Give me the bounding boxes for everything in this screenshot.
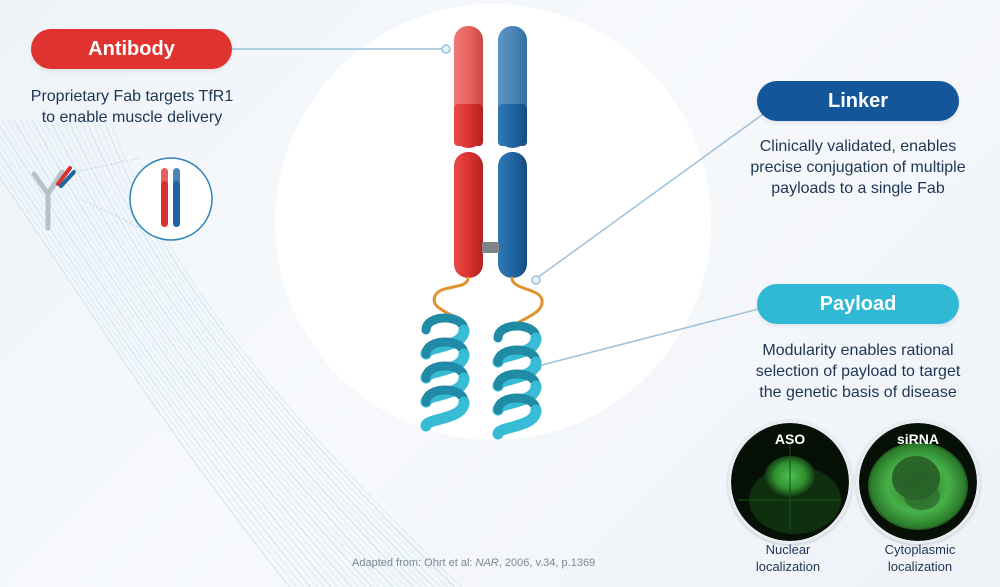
helix-front-turn bbox=[420, 396, 470, 432]
linker-description: Clinically validated, enables precise co… bbox=[722, 136, 994, 199]
payload-description: Modularity enables rational selection of… bbox=[722, 340, 994, 403]
background-line bbox=[49, 119, 394, 587]
background-line bbox=[103, 119, 456, 587]
blue-chain-upper-light bbox=[498, 26, 527, 118]
background-line bbox=[7, 119, 346, 587]
background-line bbox=[0, 125, 332, 587]
sirna-micrograph: siRNA bbox=[856, 420, 980, 544]
background-line bbox=[19, 119, 360, 587]
antibody-description: Proprietary Fab targets TfR1 to enable m… bbox=[6, 86, 258, 128]
background-line bbox=[0, 152, 311, 587]
background-line bbox=[55, 119, 401, 587]
nuclear-localization-label: Nuclear localization bbox=[728, 541, 848, 575]
background-line bbox=[0, 160, 305, 587]
micrograph-caption-line: Cytoplasmic bbox=[884, 542, 956, 557]
red-chain-lower bbox=[454, 152, 483, 278]
linker-desc-line: Clinically validated, enables bbox=[759, 138, 957, 155]
payload-desc-line: the genetic basis of disease bbox=[759, 384, 957, 401]
red-chain-upper-cap bbox=[454, 120, 483, 148]
blue-chain-upper-cap bbox=[498, 120, 527, 148]
antibody-label-pill: Antibody bbox=[31, 29, 232, 69]
helix-payload-icon bbox=[420, 313, 470, 432]
linker-leader-line bbox=[536, 111, 767, 279]
hinge-connector bbox=[482, 242, 499, 253]
blue-chain-lower bbox=[498, 152, 527, 278]
zoom-guide-bottom bbox=[74, 195, 141, 229]
antibody-y-icon bbox=[31, 166, 76, 231]
background-line bbox=[0, 168, 298, 587]
background-line bbox=[61, 119, 408, 587]
micrograph-caption-line: localization bbox=[887, 559, 953, 574]
spotlight-circle bbox=[275, 4, 711, 440]
payload-label-pill: Payload bbox=[757, 284, 959, 324]
cytoplasmic-localization-label: Cytoplasmic localization bbox=[860, 541, 980, 575]
micrograph-caption-line: localization bbox=[755, 559, 821, 574]
linker-right bbox=[508, 276, 544, 330]
background-line bbox=[0, 176, 291, 587]
antibody-desc-line: to enable muscle delivery bbox=[41, 109, 223, 126]
background-line bbox=[73, 119, 421, 587]
aso-title: ASO bbox=[774, 431, 806, 447]
antibody-desc-line: Proprietary Fab targets TfR1 bbox=[30, 88, 234, 105]
background-line bbox=[37, 119, 380, 587]
background-line bbox=[91, 119, 442, 587]
fab-zoom-icon bbox=[129, 157, 213, 241]
credit-journal: NAR bbox=[475, 557, 499, 569]
payload-leader-line bbox=[537, 304, 775, 367]
background-line bbox=[13, 119, 353, 587]
background-line bbox=[85, 119, 435, 587]
aso-micrograph: ASO bbox=[728, 420, 852, 544]
linker-label-pill: Linker bbox=[757, 81, 959, 121]
antibody-leader-dot bbox=[441, 44, 451, 54]
sirna-title: siRNA bbox=[896, 431, 939, 447]
source-credit: Adapted from: Ohrt et al: NAR, 2006, v.3… bbox=[352, 557, 672, 569]
payload-desc-line: Modularity enables rational bbox=[762, 342, 954, 359]
background-line bbox=[0, 134, 325, 587]
linker-leader-dot bbox=[531, 275, 541, 285]
red-chain-upper-light bbox=[454, 26, 483, 118]
background-line bbox=[43, 119, 387, 587]
credit-suffix: , 2006, v.34, p.1369 bbox=[498, 557, 596, 569]
background-line bbox=[0, 143, 318, 587]
helix-front-turn bbox=[492, 404, 542, 440]
payload-desc-line: selection of payload to target bbox=[755, 363, 961, 380]
background-line bbox=[79, 119, 428, 587]
linker-desc-line: payloads to a single Fab bbox=[771, 180, 945, 197]
micrograph-caption-line: Nuclear bbox=[765, 542, 811, 557]
background-line bbox=[97, 119, 449, 587]
zoom-guide-top bbox=[74, 157, 141, 173]
credit-prefix: Adapted from: Ohrt et al: bbox=[352, 557, 476, 569]
linker-desc-line: precise conjugation of multiple bbox=[750, 159, 966, 176]
background-line bbox=[67, 119, 415, 587]
helix-payload-icon bbox=[492, 321, 542, 440]
